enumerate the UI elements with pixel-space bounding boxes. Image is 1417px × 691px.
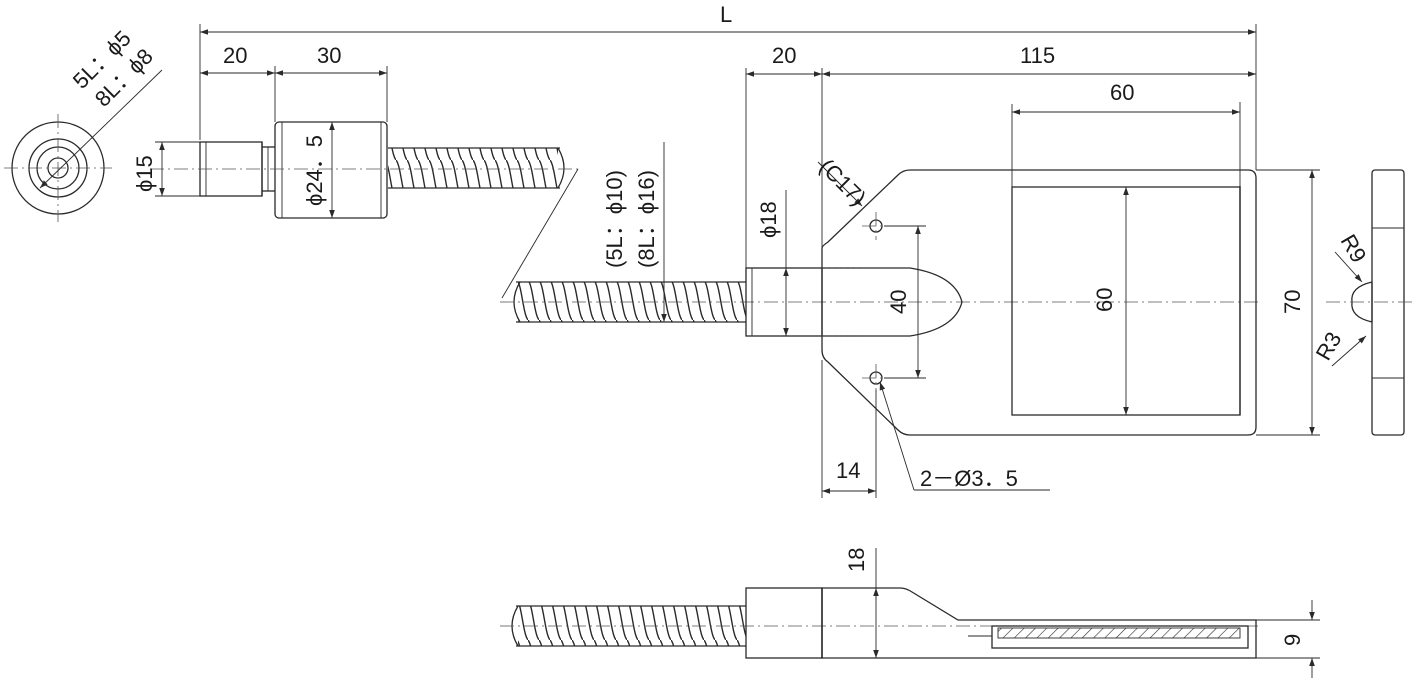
bottom-view: 18 9: [500, 548, 1320, 678]
side-view: R9 R3: [1311, 169, 1416, 436]
collar-nut-dimensions: 20 30: [200, 43, 388, 122]
plate-length-label: 115: [1020, 43, 1055, 68]
chamfer-label: (C17): [814, 154, 871, 211]
plate-dimensions: 20 115 60 60 40 70 14 2－Ø3．5 (C17) ϕ18: [745, 43, 1320, 498]
pivot-offset-label: 20: [772, 43, 796, 68]
nut-length-label: 30: [317, 43, 341, 68]
plate-thickness-label: 9: [1280, 634, 1305, 646]
collar-length-label: 20: [223, 43, 247, 68]
hole-spacing-label: 40: [886, 290, 911, 314]
radius-small-label: R3: [1311, 328, 1347, 365]
plate-width-label: 70: [1280, 290, 1305, 314]
overall-length-dimension: L: [199, 2, 1257, 170]
collar-diameter-label: ϕ15: [132, 155, 157, 192]
screw-8l-label: (8L：ϕ16): [634, 170, 659, 268]
screw-upper-section: ϕ15 ϕ24．5: [132, 121, 580, 299]
pad-height-label: 60: [1092, 288, 1117, 312]
tip-thickness-label: 18: [844, 548, 869, 572]
holes-label: 2－Ø3．5: [920, 466, 1018, 491]
overall-length-label: L: [720, 2, 732, 27]
hole-offset-label: 14: [836, 458, 860, 483]
screw-lower-section: (5L：ϕ10) (8L：ϕ16): [500, 142, 1262, 323]
tip-and-plate: [745, 102, 1257, 436]
radius-large-label: R9: [1336, 230, 1372, 267]
tip-diameter-label: ϕ18: [756, 201, 781, 238]
pad-width-label: 60: [1110, 80, 1134, 105]
nut-diameter-label: ϕ24．5: [302, 135, 327, 206]
screw-5l-label: (5L：ϕ10): [602, 170, 627, 268]
